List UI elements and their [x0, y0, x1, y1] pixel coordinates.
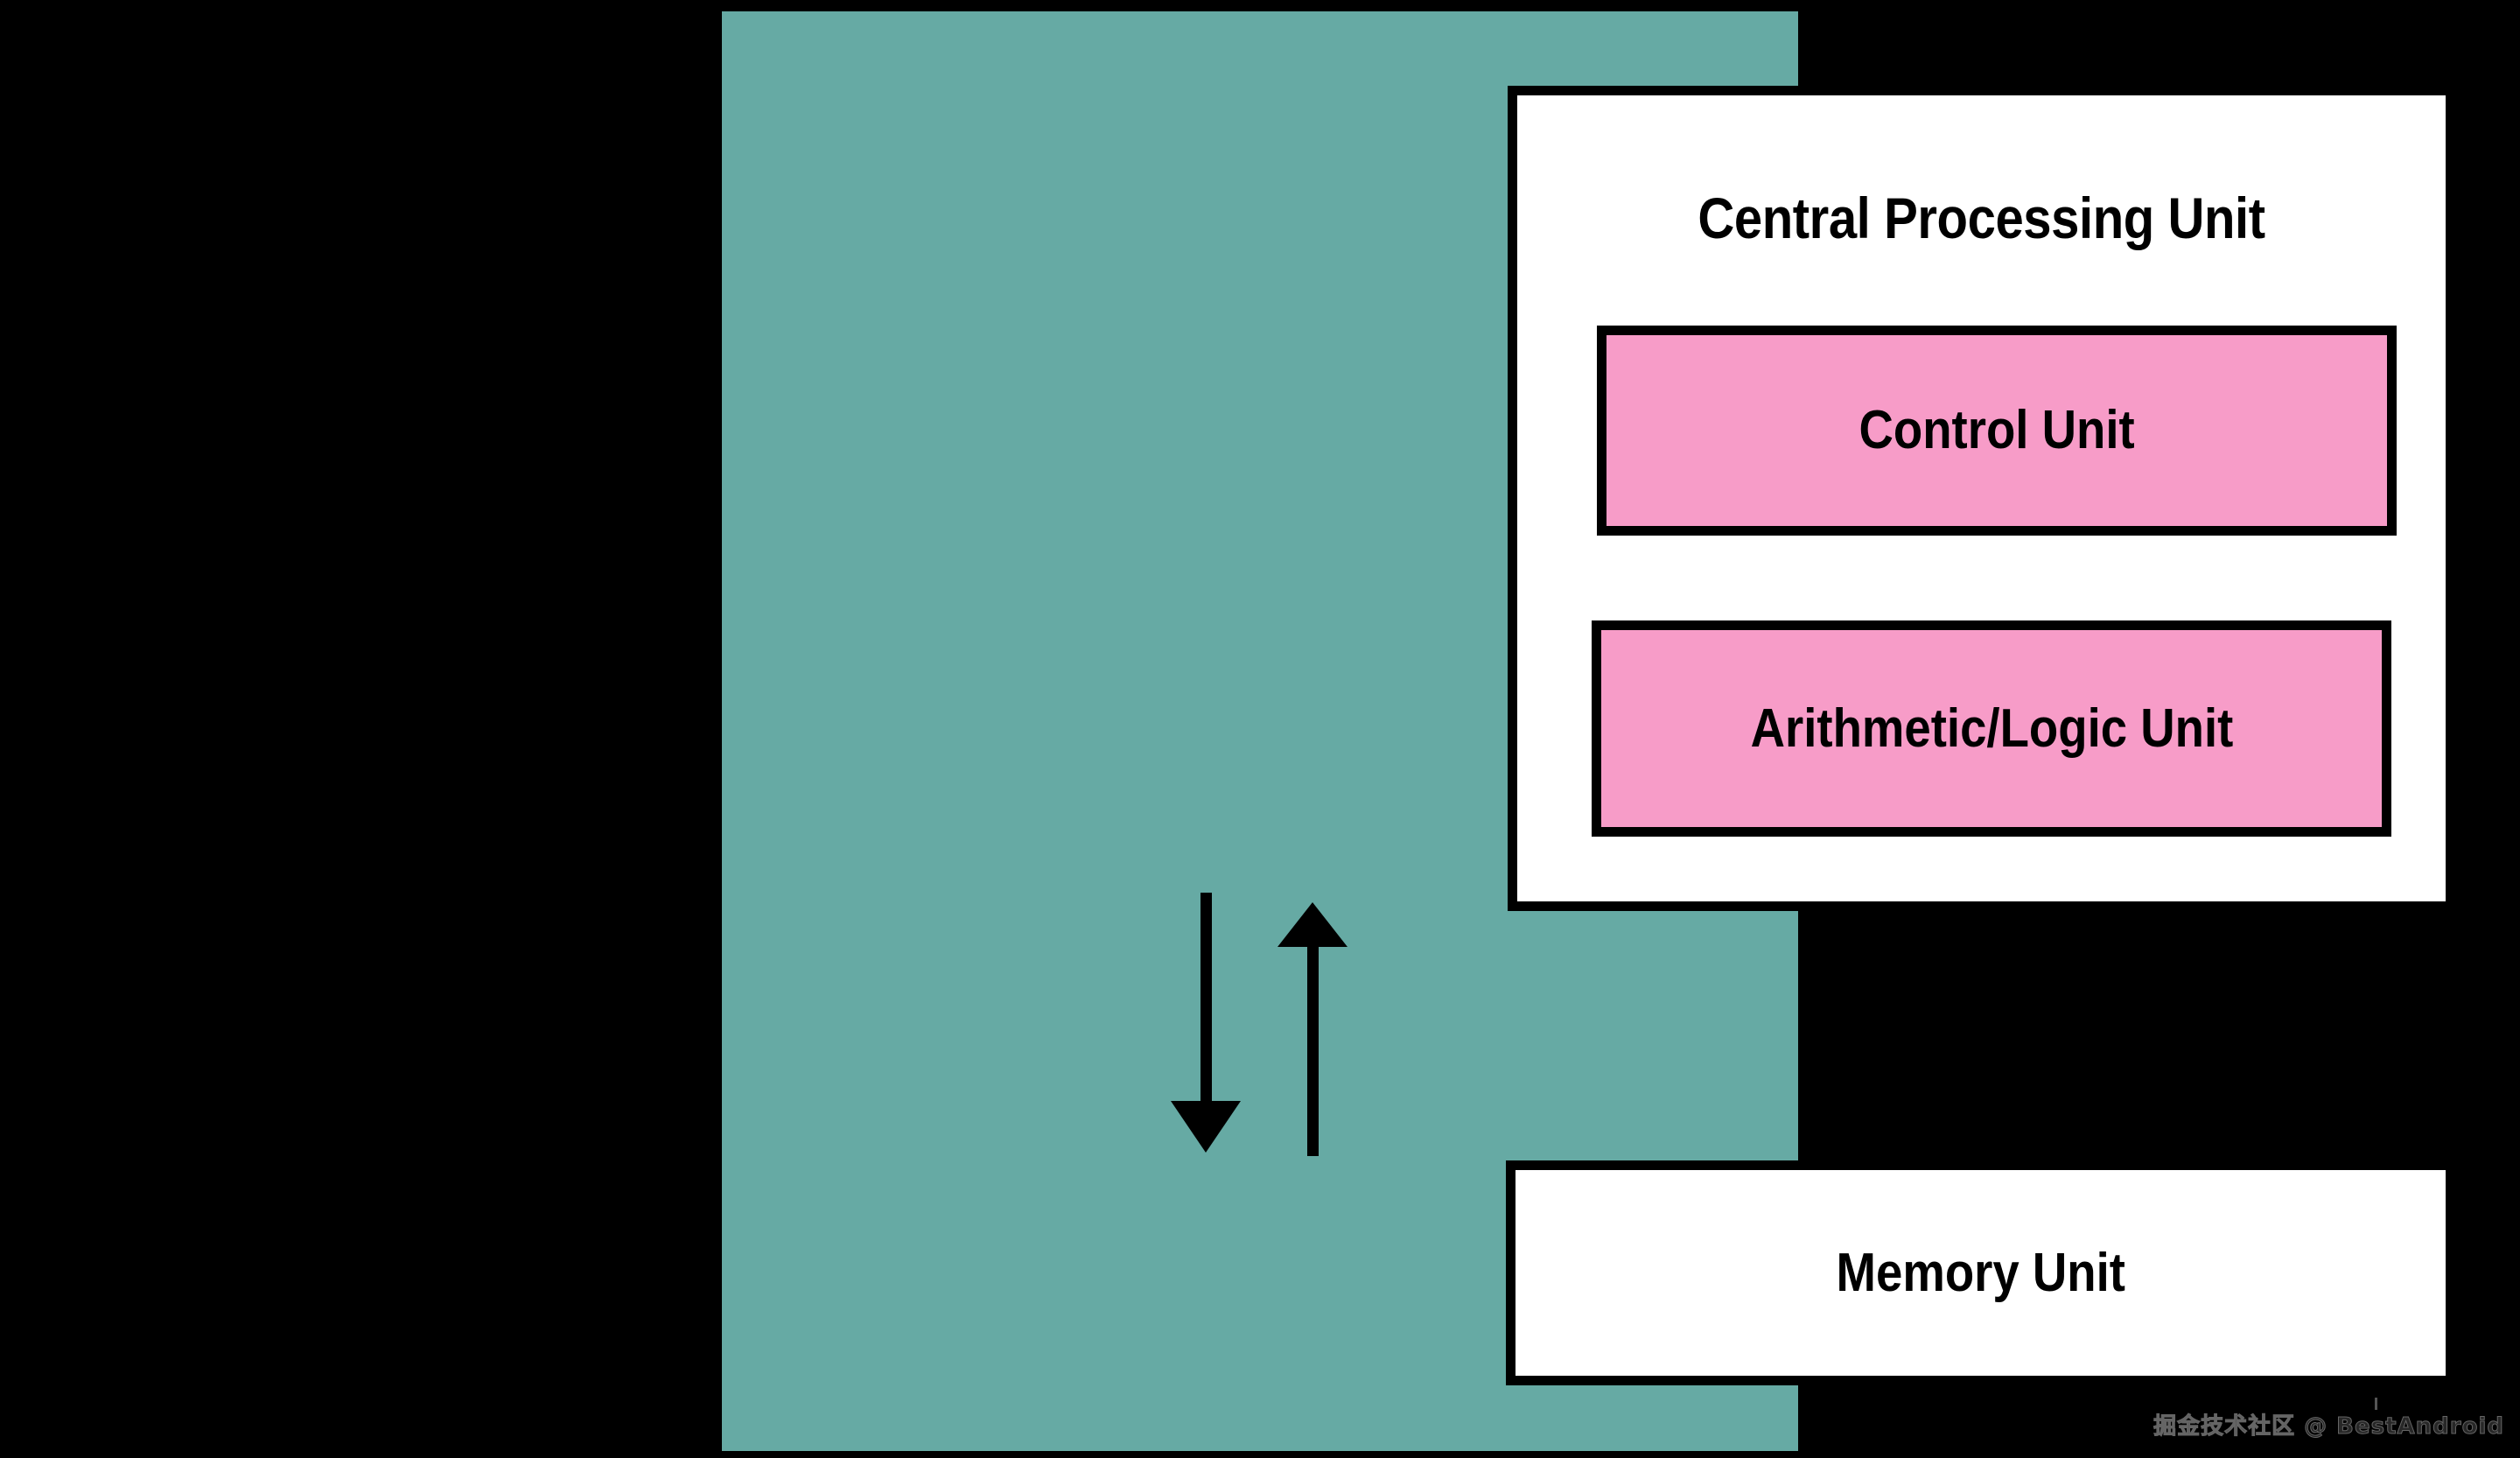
- teal-backdrop-panel: Central Processing Unit Control Unit Ari…: [722, 11, 2455, 1451]
- arithmetic-logic-unit-label: Arithmetic/Logic Unit: [1750, 697, 2233, 759]
- cpu-title-label: Central Processing Unit: [1698, 186, 2265, 250]
- arithmetic-logic-unit-box[interactable]: Arithmetic/Logic Unit: [1592, 620, 2391, 837]
- central-processing-unit-box[interactable]: Central Processing Unit Control Unit Ari…: [1508, 86, 2455, 911]
- control-unit-box[interactable]: Control Unit: [1597, 326, 2397, 536]
- memory-unit-label: Memory Unit: [1836, 1242, 2125, 1303]
- watermark-text: 掘金技术社区 @ BestAndroid: [2153, 1413, 2504, 1440]
- memory-unit-box[interactable]: Memory Unit: [1506, 1160, 2455, 1385]
- watermark-tick-mark: [2375, 1398, 2377, 1410]
- control-unit-label: Control Unit: [1858, 400, 2135, 460]
